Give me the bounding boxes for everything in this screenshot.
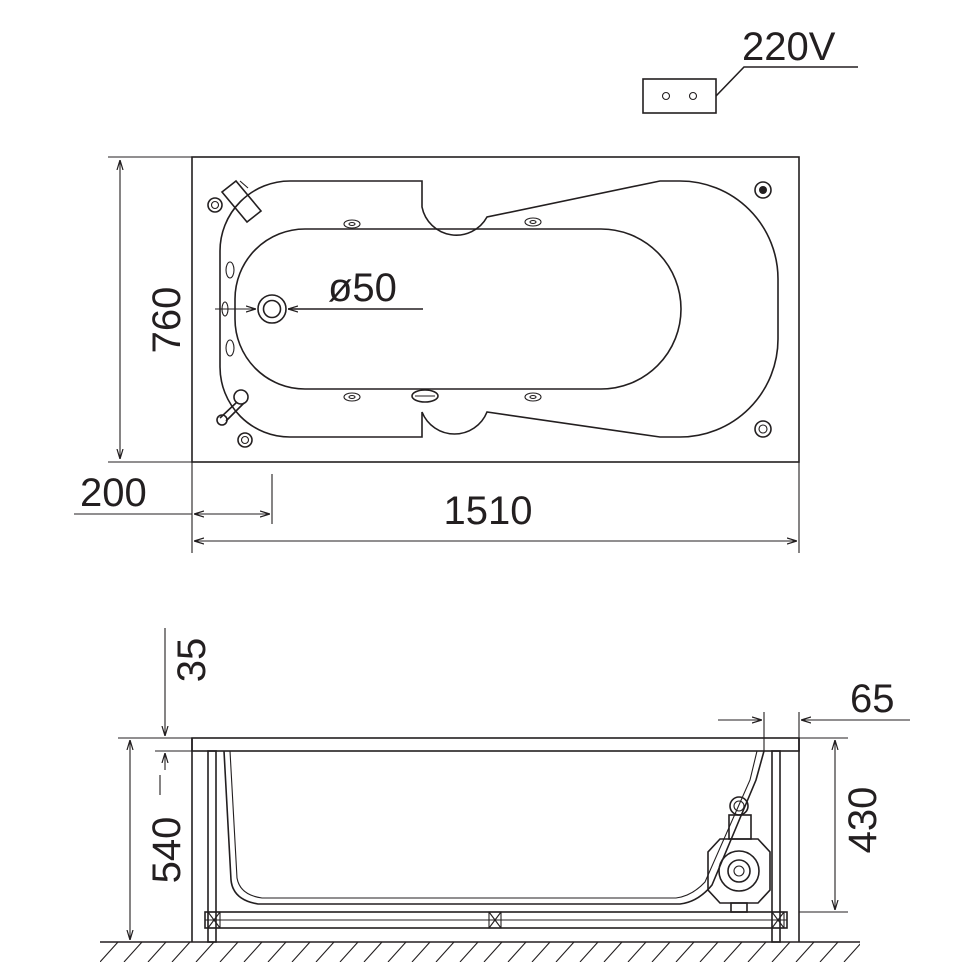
rim-thickness-label: 35 bbox=[170, 638, 214, 683]
hatch-line bbox=[771, 942, 791, 962]
hatch-line bbox=[123, 942, 143, 962]
hatch-line bbox=[603, 942, 623, 962]
hatch-line bbox=[363, 942, 383, 962]
jet-nozzle bbox=[343, 392, 361, 402]
hatch-line bbox=[243, 942, 263, 962]
jet-nozzle bbox=[348, 221, 356, 227]
drain-fitting bbox=[257, 294, 287, 324]
tub-outer-rim bbox=[219, 180, 779, 438]
hatch-line bbox=[651, 942, 671, 962]
hatch-line bbox=[819, 942, 839, 962]
hatch-line bbox=[219, 942, 239, 962]
tub-basin-profile bbox=[223, 750, 765, 905]
hatch-line bbox=[723, 942, 743, 962]
drain-outer-ring bbox=[257, 294, 287, 324]
hatch-line bbox=[747, 942, 767, 962]
control-button-bottom-right bbox=[754, 420, 772, 438]
tub-outline-top bbox=[191, 156, 800, 463]
tub-basin-profile-inner bbox=[229, 750, 758, 899]
tub-length-label: 1510 bbox=[444, 489, 533, 533]
power-outlet-box bbox=[642, 78, 717, 114]
jet-nozzle bbox=[225, 339, 235, 357]
jet-nozzle bbox=[529, 394, 537, 400]
side-view: 35 540 65 430 bbox=[100, 628, 910, 962]
jet-nozzle bbox=[524, 392, 542, 402]
hatch-line bbox=[459, 942, 479, 962]
control-button-bottom-left bbox=[237, 432, 253, 448]
hatch-line bbox=[531, 942, 551, 962]
hatch-line bbox=[411, 942, 431, 962]
hatch-line bbox=[387, 942, 407, 962]
frame-bolts bbox=[207, 911, 785, 929]
jet-nozzle bbox=[529, 219, 537, 225]
hatch-line bbox=[195, 942, 215, 962]
hatch-line bbox=[435, 942, 455, 962]
hatch-line bbox=[291, 942, 311, 962]
jet-nozzle bbox=[225, 261, 235, 279]
outlet-pin-left bbox=[661, 91, 671, 101]
suction-grille bbox=[411, 389, 439, 403]
hatch-line bbox=[171, 942, 191, 962]
power-leader-line bbox=[715, 66, 858, 97]
tub-inner-basin bbox=[234, 228, 682, 390]
hatch-line bbox=[147, 942, 167, 962]
hatch-line bbox=[579, 942, 599, 962]
hatch-line bbox=[627, 942, 647, 962]
hatch-line bbox=[555, 942, 575, 962]
control-button-top-left bbox=[207, 197, 223, 213]
spout-fitting bbox=[220, 179, 263, 224]
jet-nozzle bbox=[221, 301, 229, 317]
drain-diameter-label: ø50 bbox=[328, 266, 397, 310]
drain-inner-ring bbox=[262, 299, 282, 319]
hatch-line bbox=[675, 942, 695, 962]
hatch-line bbox=[699, 942, 719, 962]
pump-offset-label: 65 bbox=[850, 677, 895, 721]
hatch-line bbox=[339, 942, 359, 962]
drain-lever bbox=[216, 389, 249, 426]
jet-nozzle bbox=[343, 219, 361, 229]
top-view: ø50 bbox=[74, 156, 800, 553]
total-height-label: 540 bbox=[145, 817, 189, 884]
hatch-line bbox=[483, 942, 503, 962]
hatch-line bbox=[100, 942, 119, 962]
jet-nozzle bbox=[348, 394, 356, 400]
hatch-line bbox=[868, 942, 886, 962]
power-label: 220V bbox=[742, 25, 836, 69]
outlet-pin-right bbox=[688, 91, 698, 101]
tub-rim bbox=[191, 737, 800, 752]
control-button-top-right bbox=[754, 181, 772, 199]
hatch-line bbox=[267, 942, 287, 962]
floor-hatching bbox=[100, 942, 886, 962]
pump-motor bbox=[707, 796, 771, 913]
tub-width-label: 760 bbox=[145, 287, 189, 354]
drain-offset-label: 200 bbox=[80, 471, 147, 515]
jet-nozzle bbox=[524, 217, 542, 227]
hatch-line bbox=[843, 943, 860, 962]
hatch-line bbox=[315, 942, 335, 962]
jet-nozzles bbox=[221, 217, 542, 402]
inner-height-label: 430 bbox=[841, 787, 885, 854]
hatch-line bbox=[507, 942, 527, 962]
power-outlet: 220V bbox=[642, 25, 858, 114]
hatch-line bbox=[795, 942, 815, 962]
